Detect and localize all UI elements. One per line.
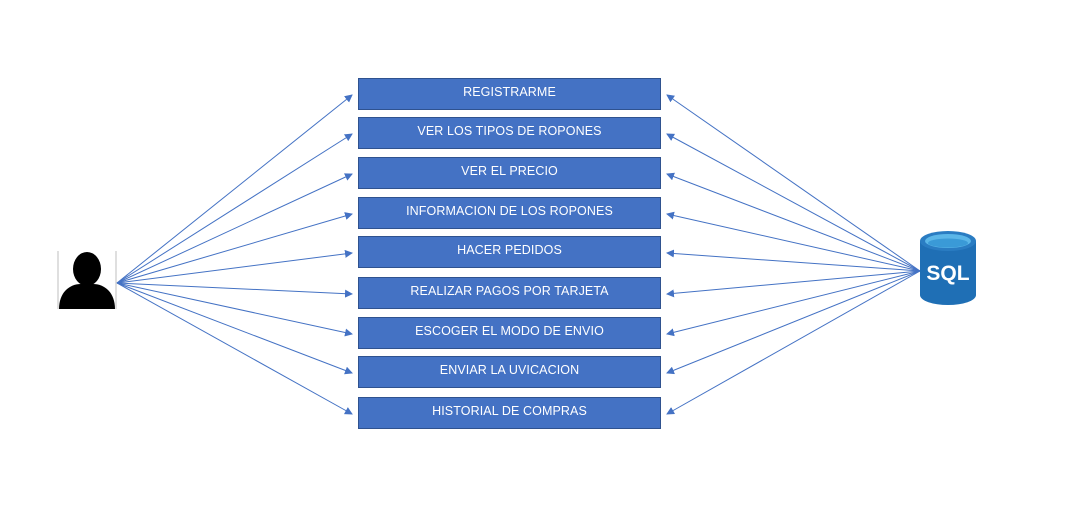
database-arrow (666, 270, 921, 415)
use-case-label: VER EL PRECIO (461, 164, 558, 178)
use-case-box: ESCOGER EL MODO DE ENVIO (358, 317, 661, 349)
use-case-box: INFORMACION DE LOS ROPONES (358, 197, 661, 229)
sql-database-icon: SQL (917, 229, 979, 307)
database-arrow (666, 270, 921, 337)
actor-arrow (116, 249, 353, 284)
use-case-box: HISTORIAL DE COMPRAS (358, 397, 661, 429)
use-case-label: REALIZAR PAGOS POR TARJETA (410, 284, 609, 298)
use-case-box: VER EL PRECIO (358, 157, 661, 189)
database-arrow (666, 172, 921, 272)
use-case-label: INFORMACION DE LOS ROPONES (406, 204, 613, 218)
sql-label: SQL (926, 262, 969, 285)
database-arrow (666, 94, 921, 272)
use-case-label: HACER PEDIDOS (457, 243, 562, 257)
database-arrow (666, 211, 921, 272)
actor-arrow (116, 282, 353, 375)
actor-arrow (116, 282, 353, 337)
actor-arrow (116, 94, 353, 284)
use-case-box: VER LOS TIPOS DE ROPONES (358, 117, 661, 149)
user-actor-icon (57, 251, 117, 309)
actor-arrow (116, 282, 353, 415)
use-case-box: ENVIAR LA UVICACION (358, 356, 661, 388)
actor-arrow (116, 282, 353, 298)
actor-arrow (116, 133, 353, 284)
use-case-label: REGISTRARME (463, 85, 556, 99)
use-case-label: HISTORIAL DE COMPRAS (432, 404, 587, 418)
use-case-label: VER LOS TIPOS DE ROPONES (417, 124, 602, 138)
use-case-box: REALIZAR PAGOS POR TARJETA (358, 277, 661, 309)
database-arrow (666, 270, 921, 298)
database-arrow (666, 133, 921, 272)
actor-arrow (116, 212, 353, 284)
use-case-box: HACER PEDIDOS (358, 236, 661, 268)
database-arrow (666, 249, 921, 272)
database-arrow (666, 270, 921, 375)
use-case-label: ESCOGER EL MODO DE ENVIO (415, 324, 604, 338)
use-case-box: REGISTRARME (358, 78, 661, 110)
actor-arrow (116, 173, 353, 284)
use-case-label: ENVIAR LA UVICACION (439, 363, 580, 377)
